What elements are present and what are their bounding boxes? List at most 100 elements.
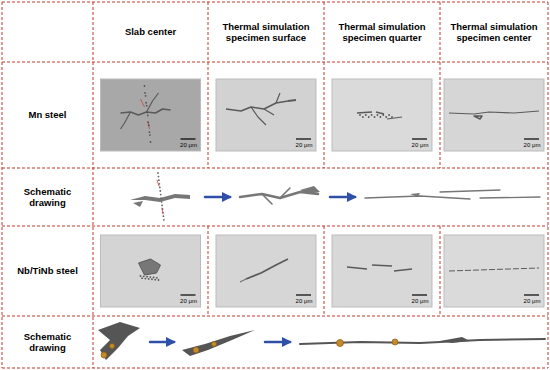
inclusion-dot — [146, 276, 148, 278]
inclusion — [139, 259, 161, 275]
inclusion-dot — [379, 116, 381, 118]
micrograph — [332, 79, 432, 151]
grid-line — [2, 2, 548, 3]
schematic-inclusion — [440, 337, 470, 343]
inclusion-dot — [388, 114, 390, 116]
schematic-inclusion — [440, 190, 500, 192]
inclusion-dot — [145, 102, 147, 104]
label-cell: 20 μm — [294, 297, 314, 305]
label-cell: 20 μm — [522, 141, 542, 149]
inclusion-dot — [144, 92, 146, 94]
inclusion — [376, 112, 384, 114]
schematic-inclusion — [480, 197, 540, 198]
inclusion-dot — [368, 116, 370, 118]
inclusion — [251, 107, 266, 125]
inclusion — [357, 112, 372, 113]
inclusion — [141, 99, 145, 107]
scale-label: 20 μm — [412, 142, 429, 148]
micrograph-ground — [216, 235, 316, 307]
inclusion-dot — [371, 114, 373, 116]
schematic-particle — [163, 219, 165, 221]
scale-label: 20 μm — [524, 142, 541, 148]
blue-arrow — [265, 341, 290, 344]
micrograph — [216, 79, 316, 151]
schematic-particle — [159, 187, 161, 189]
schematic-particle — [160, 197, 162, 199]
table-heading: Schematic drawing — [15, 331, 81, 354]
inclusion — [147, 93, 159, 112]
inclusion-dot — [143, 275, 145, 277]
schematic-particle — [157, 172, 159, 174]
micrograph-ground — [216, 79, 316, 151]
micrograph-ground — [332, 235, 432, 307]
label-cell: Mn steel — [4, 62, 91, 168]
inclusion-dot — [156, 277, 158, 279]
micrograph-ground — [101, 235, 201, 307]
schematic-particle — [158, 176, 160, 178]
inclusion-dot — [362, 116, 364, 118]
schematic-inclusion — [133, 201, 143, 207]
schematic-particle — [160, 194, 162, 196]
schematic-inclusion — [262, 194, 272, 204]
schematic-particle — [337, 340, 344, 347]
scale-label: 20 μm — [296, 298, 313, 304]
inclusion — [148, 121, 150, 129]
schematic-particle — [212, 342, 217, 347]
inclusion — [121, 109, 171, 115]
grid-line — [440, 2, 441, 168]
label-cell: Slab center — [96, 4, 205, 60]
inclusion-dot — [146, 112, 148, 114]
schematic-particle — [161, 201, 163, 203]
micrograph-ground — [101, 79, 201, 151]
label-cell: Schematic drawing — [4, 168, 91, 226]
schematic-particle — [159, 190, 161, 192]
schematic-inclusion — [130, 194, 190, 202]
inclusion — [449, 268, 539, 271]
inclusion — [246, 259, 288, 279]
schematic-drawing — [98, 172, 545, 360]
inclusion-dot — [149, 134, 151, 136]
schematic-inclusion — [162, 208, 163, 214]
micrograph-ground — [444, 235, 544, 307]
grid-line — [2, 226, 548, 227]
schematic-inclusion — [182, 330, 255, 356]
micrograph-ground — [444, 79, 544, 151]
label-cell: Nb/TiNb steel — [4, 226, 91, 316]
inclusion — [394, 269, 412, 271]
inclusion-dot — [147, 121, 149, 123]
scale-bar — [181, 138, 196, 139]
grid-line — [208, 2, 209, 168]
grid-line — [324, 226, 325, 316]
inclusion-dot — [146, 105, 148, 107]
micrograph — [101, 235, 201, 307]
table-heading: Thermal simulation specimen surface — [216, 21, 316, 44]
table-heading: Slab center — [125, 26, 176, 37]
scale-label: 20 μm — [524, 298, 541, 304]
inclusion — [121, 112, 131, 129]
inclusion — [264, 109, 274, 115]
grid-line — [440, 226, 441, 316]
inclusion-dot — [149, 276, 151, 278]
schematic-inclusion — [300, 186, 320, 194]
label-cell: Schematic drawing — [4, 316, 91, 368]
scale-bar — [524, 138, 539, 139]
micrograph — [444, 79, 544, 151]
inclusion-dot — [153, 277, 155, 279]
micrograph — [101, 79, 201, 151]
inclusion-dot — [149, 131, 151, 133]
schematic-particle — [163, 215, 165, 217]
inclusion — [276, 93, 280, 103]
table-heading: Nb/TiNb steel — [17, 265, 78, 276]
micrograph — [332, 235, 432, 307]
schematic-inclusion — [157, 180, 159, 186]
inclusion-dot — [374, 116, 376, 118]
schematic-inclusion — [98, 322, 140, 360]
label-cell: Thermal simulation specimen center — [443, 4, 545, 60]
scale-label: 20 μm — [412, 298, 429, 304]
scale-bar — [296, 294, 311, 295]
label-cell: 20 μm — [179, 297, 199, 305]
inclusion-dot — [151, 278, 153, 280]
inclusion-dot — [141, 277, 143, 279]
schematic-particle — [392, 339, 398, 345]
